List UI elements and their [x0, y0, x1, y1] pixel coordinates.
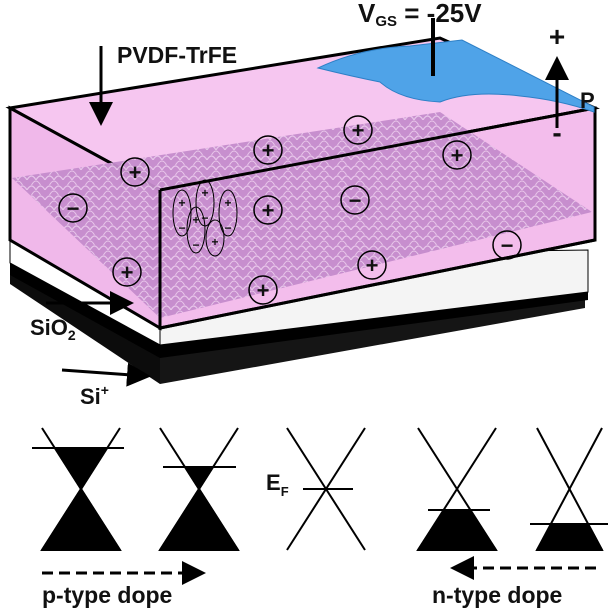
svg-text:+: + [224, 196, 231, 210]
charge-positive: + [357, 250, 387, 280]
fermi-level-label: EF [266, 470, 289, 499]
charge-positive: + [253, 135, 283, 165]
svg-text:SiO2: SiO2 [30, 315, 76, 343]
polarization-label: P [580, 88, 595, 113]
svg-text:+: + [201, 186, 208, 200]
charge-positive-label: + [257, 278, 270, 303]
dipole: + [205, 219, 225, 257]
svg-text:+: + [192, 213, 199, 227]
charge-negative-label: − [349, 188, 362, 213]
charge-positive-label: + [121, 260, 134, 285]
sio2-label: SiO2 [30, 291, 134, 343]
charge-positive: + [112, 257, 142, 287]
band-diagram-1 [32, 427, 124, 551]
polarization-minus: - [552, 117, 561, 148]
svg-text:Si+: Si+ [80, 382, 109, 409]
svg-text:+: + [178, 196, 185, 210]
n-type-label: n-type dope [432, 582, 562, 608]
band-diagram-4 [416, 427, 498, 551]
vgs-label: VGS = -25V [358, 0, 482, 30]
graphene-sheet [12, 112, 592, 318]
si-label: Si+ [61, 362, 151, 409]
dipole: +− [172, 189, 192, 237]
charge-negative: − [58, 193, 88, 223]
charge-positive: + [442, 140, 472, 170]
polarization-plus: + [549, 21, 565, 52]
charge-negative: − [492, 230, 522, 260]
p-type-label: p-type dope [42, 582, 172, 608]
ferroelectric-label: PVDF-TrFE [117, 42, 237, 68]
dipole: +− [186, 206, 206, 254]
svg-text:VGS = -25V: VGS = -25V [358, 0, 482, 30]
charge-negative: − [340, 185, 370, 215]
charge-positive-label: + [262, 138, 275, 163]
charge-positive: + [120, 157, 150, 187]
band-diagram-5 [530, 427, 608, 551]
polarization-indicator: + - P [545, 21, 595, 148]
charge-negative-label: − [67, 196, 80, 221]
charge-positive-label: + [366, 253, 379, 278]
dipole-cluster: +− +− +− +− + [172, 179, 238, 257]
svg-text:−: − [201, 211, 208, 225]
charge-positive-label: + [129, 160, 142, 185]
charge-positive-label: + [451, 143, 464, 168]
band-diagram-3 [286, 427, 366, 551]
charge-positive: + [343, 115, 373, 145]
charge-positive: + [248, 275, 278, 305]
band-diagram-2 [158, 427, 240, 551]
svg-text:−: − [192, 238, 199, 252]
charge-negative-label: − [501, 233, 514, 258]
svg-text:−: − [178, 221, 185, 235]
charge-positive-label: + [262, 198, 275, 223]
charge-symbols: + + + + + + + + − − − +− +− +− +− + [58, 115, 522, 305]
charge-positive-label: + [352, 118, 365, 143]
gate-electrode [316, 39, 595, 113]
charge-positive: + [253, 195, 283, 225]
device-stack [5, 18, 600, 384]
band-diagrams [32, 427, 608, 551]
dipole: +− [218, 189, 238, 237]
svg-text:−: − [224, 221, 231, 235]
svg-text:+: + [211, 235, 218, 249]
